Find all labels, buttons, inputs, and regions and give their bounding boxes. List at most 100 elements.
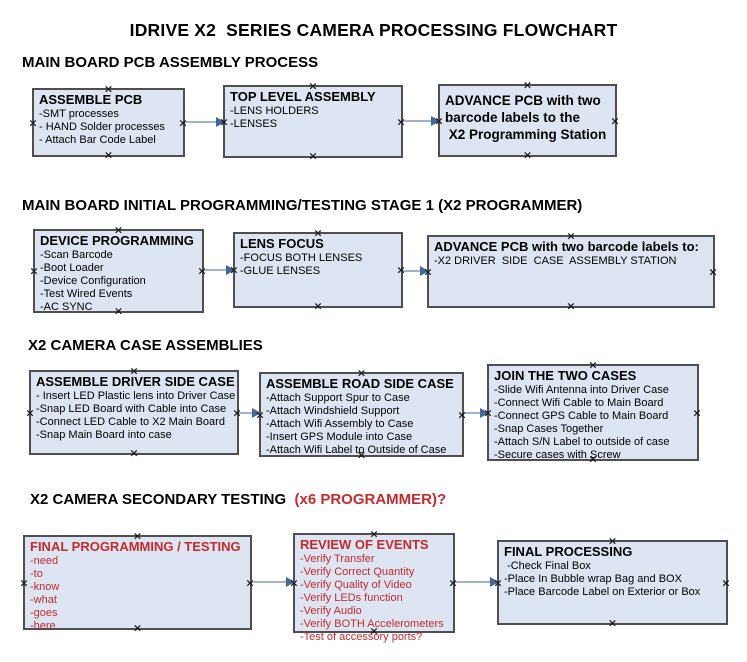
flow-box-final-processing: FINAL PROCESSING -Check Final Box -Place… <box>493 536 730 629</box>
connection-point-icon: × <box>19 576 29 589</box>
flow-step-item: -Check Final Box <box>504 560 591 572</box>
connection-point-icon: × <box>434 114 444 127</box>
box-title: ADVANCE PCB with two barcode labels to: <box>434 239 699 254</box>
connection-point-icon: × <box>25 406 35 419</box>
flow-arrow <box>185 117 225 127</box>
flow-step-item: -Attach Wifi Assembly to Case <box>266 418 414 430</box>
section-heading-pcb-assembly: MAIN BOARD PCB ASSEMBLY PROCESS <box>22 54 319 71</box>
arrow-head-icon <box>490 577 499 587</box>
connection-point-icon: × <box>396 115 406 128</box>
flow-step-item: -LENSES <box>230 118 278 130</box>
box-title: ASSEMBLE ROAD SIDE CASE <box>266 376 454 391</box>
box-title-line: ADVANCE PCB with two <box>445 93 601 108</box>
flow-step-item: -Attach S/N Label to outside of case <box>494 436 670 448</box>
flow-step-item: -Snap Main Board into case <box>36 429 172 441</box>
flow-arrow <box>239 408 261 418</box>
flow-box-assemble-road-side-case: ASSEMBLE ROAD SIDE CASE -Attach Support … <box>255 368 466 461</box>
flow-step-item: -Connect GPS Cable to Main Board <box>494 410 669 422</box>
connection-point-icon: × <box>232 406 242 419</box>
connection-point-icon: × <box>289 576 299 590</box>
connection-point-icon: × <box>29 264 39 278</box>
section-heading-red-text: (x6 PROGRAMMER)? <box>294 491 447 508</box>
flow-step-item: -Test Wired Events <box>40 288 133 300</box>
flow-step-item: -Verify Transfer <box>300 553 375 565</box>
connection-point-icon: × <box>313 299 323 313</box>
flow-step-item: -Place Barcode Label on Exterior or Box <box>504 586 701 598</box>
flow-box-final-programming-testing: FINAL PROGRAMMING / TESTING -need -to -k… <box>19 531 255 634</box>
flow-step-item: -Slide Wifi Antenna into Driver Case <box>494 384 669 396</box>
flow-step-item: -X2 DRIVER SIDE CASE ASSEMBLY STATION <box>434 255 677 267</box>
flow-box-lens-focus: LENS FOCUS -FOCUS BOTH LENSES -GLUE LENS… <box>229 228 406 312</box>
flow-step-item: -Attach Windshield Support <box>266 405 400 417</box>
section-heading-secondary-testing: X2 CAMERA SECONDARY TESTING (x6 PROGRAMM… <box>30 491 446 508</box>
connection-point-icon: × <box>522 148 533 162</box>
connection-point-icon: × <box>113 223 124 237</box>
box-title: LENS FOCUS <box>240 236 324 251</box>
flow-step-item: -Snap Cases Together <box>494 423 604 435</box>
connection-point-icon: × <box>308 149 318 163</box>
flow-step-item: -Verify BOTH Accelerometers <box>300 618 444 630</box>
box-title-line: barcode labels to the <box>445 110 581 125</box>
connection-point-icon: × <box>132 621 143 635</box>
box-title: ASSEMBLE PCB <box>39 92 143 107</box>
flow-step-item: -Attach Wifi Label to Outside of Case <box>266 444 447 456</box>
connection-point-icon: × <box>483 406 493 419</box>
flow-step-item: -Scan Barcode <box>40 249 113 261</box>
connection-point-icon: × <box>129 364 139 378</box>
flow-arrow <box>403 116 440 126</box>
flow-step-item: -Secure cases with Screw <box>494 449 621 461</box>
box-title: DEVICE PROGRAMMING <box>40 233 194 248</box>
flow-arrow <box>455 577 499 587</box>
connection-point-icon: × <box>396 263 406 277</box>
box-title: FINAL PROGRAMMING / TESTING <box>30 539 241 554</box>
connection-point-icon: × <box>493 576 503 589</box>
connection-point-icon: × <box>308 79 318 93</box>
flow-step-item: -need <box>30 555 59 567</box>
flow-step-item: -AC SYNC <box>40 301 93 313</box>
connection-point-icon: × <box>566 229 576 243</box>
flow-step-item: -FOCUS BOTH LENSES <box>240 252 363 264</box>
flow-box-device-programming: DEVICE PROGRAMMING -Scan Barcode -Boot L… <box>29 225 206 317</box>
connection-point-icon: × <box>178 116 188 129</box>
flow-step-item: -goes <box>30 607 58 619</box>
connection-point-icon: × <box>356 448 367 462</box>
arrow-head-icon <box>216 117 225 127</box>
flow-arrow <box>252 577 295 587</box>
arrow-head-icon <box>286 577 295 587</box>
box-title: TOP LEVEL ASSEMBLY <box>230 89 376 104</box>
box-title: FINAL PROCESSING <box>504 544 633 559</box>
flow-step-item: -SMT processes <box>39 108 119 120</box>
flow-step-item: - HAND Solder processes <box>39 121 165 133</box>
flow-step-item: -Test of accessory ports? <box>300 631 423 643</box>
flow-step-item: -Boot Loader <box>40 262 104 274</box>
flow-step-item: -here <box>30 620 56 632</box>
connection-point-icon: × <box>607 534 618 548</box>
flow-box-assemble-driver-side-case: ASSEMBLE DRIVER SIDE CASE - Insert LED P… <box>25 366 242 459</box>
box-title: REVIEW OF EVENTS <box>300 537 429 552</box>
flow-step-item: -to <box>30 568 43 580</box>
flow-step-item: -Insert GPS Module into Case <box>266 431 413 443</box>
flow-arrow <box>464 408 489 418</box>
connection-point-icon: × <box>103 148 114 162</box>
arrow-head-icon <box>252 408 261 418</box>
arrow-head-icon <box>420 266 429 276</box>
connection-point-icon: × <box>588 358 598 372</box>
arrow-head-icon <box>431 116 440 126</box>
box-title: JOIN THE TWO CASES <box>494 368 637 383</box>
flow-box-advance-pcb-driver-side-station: ADVANCE PCB with two barcode labels to: … <box>423 231 717 312</box>
section-heading-initial-programming: MAIN BOARD INITIAL PROGRAMMING/TESTING S… <box>22 197 583 214</box>
connection-point-icon: × <box>692 406 702 419</box>
flow-step-item: -Place In Bubble wrap Bag and BOX <box>504 573 682 585</box>
flow-step-item: - Insert LED Plastic lens into Driver Ca… <box>36 390 236 402</box>
flow-step-item: -Device Configuration <box>40 275 146 287</box>
flow-box-advance-pcb-programming-station: ADVANCE PCB with two barcode labels to t… <box>434 80 619 161</box>
flow-step-item: -GLUE LENSES <box>240 265 321 277</box>
connection-point-icon: × <box>588 452 598 466</box>
connection-point-icon: × <box>245 576 255 589</box>
connection-point-icon: × <box>132 529 143 543</box>
box-title-line: X2 Programming Station <box>445 127 607 142</box>
flow-arrow <box>204 265 235 275</box>
connection-point-icon: × <box>28 116 38 129</box>
flow-step-item: -Connect Wifi Cable to Main Board <box>494 397 664 409</box>
